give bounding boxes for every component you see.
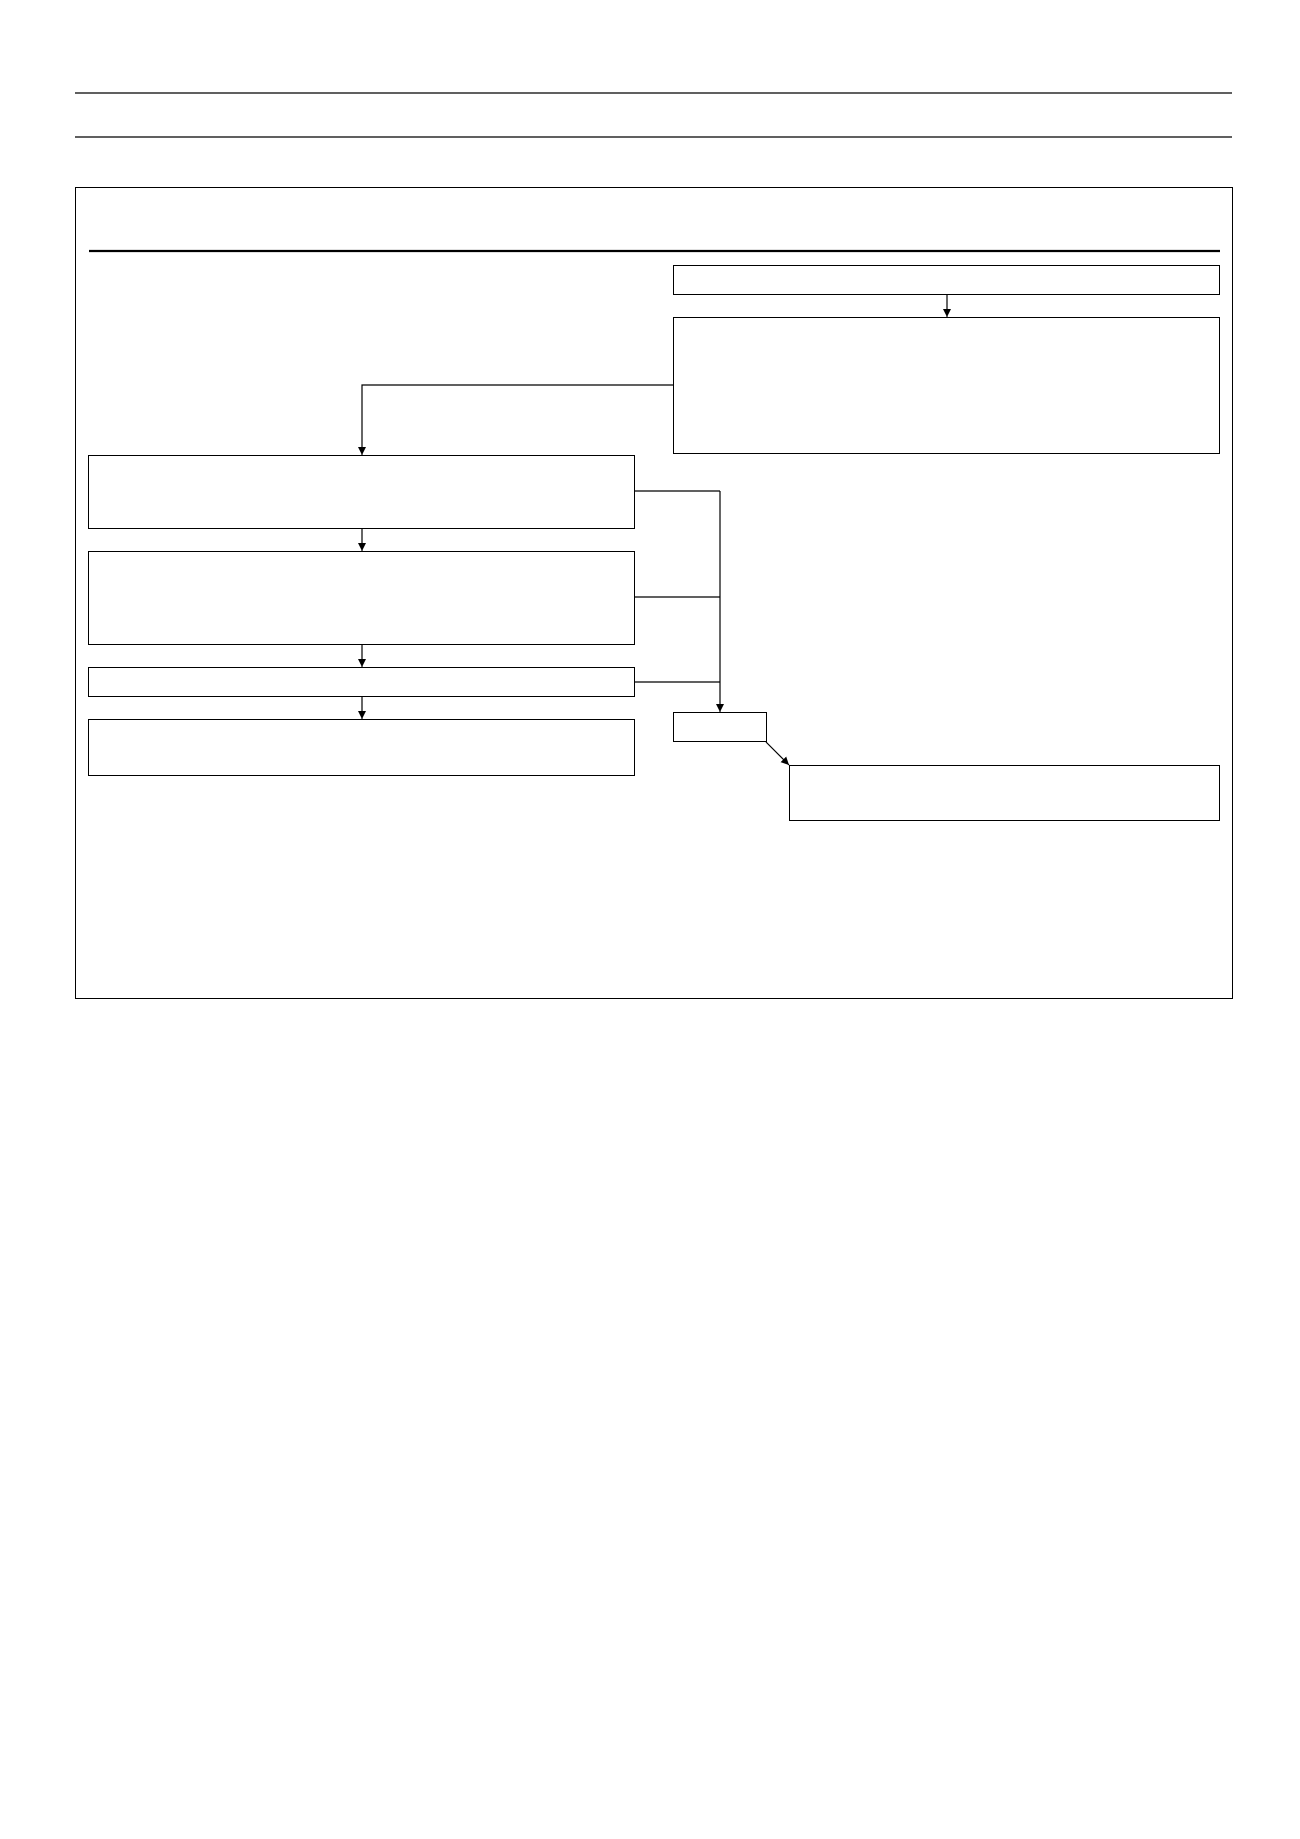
box-left-1	[88, 455, 635, 529]
box-left-4	[88, 719, 635, 776]
box-left-3	[88, 667, 635, 697]
arrow-main-to-left1	[358, 384, 673, 455]
box-right-main	[673, 317, 1220, 454]
arrow-merge-to-result	[765, 741, 790, 766]
diagram-frame	[75, 187, 1233, 999]
box-left-2	[88, 551, 635, 645]
box-small-merge	[673, 712, 767, 742]
box-right-header	[673, 265, 1220, 295]
box-result	[789, 765, 1220, 821]
